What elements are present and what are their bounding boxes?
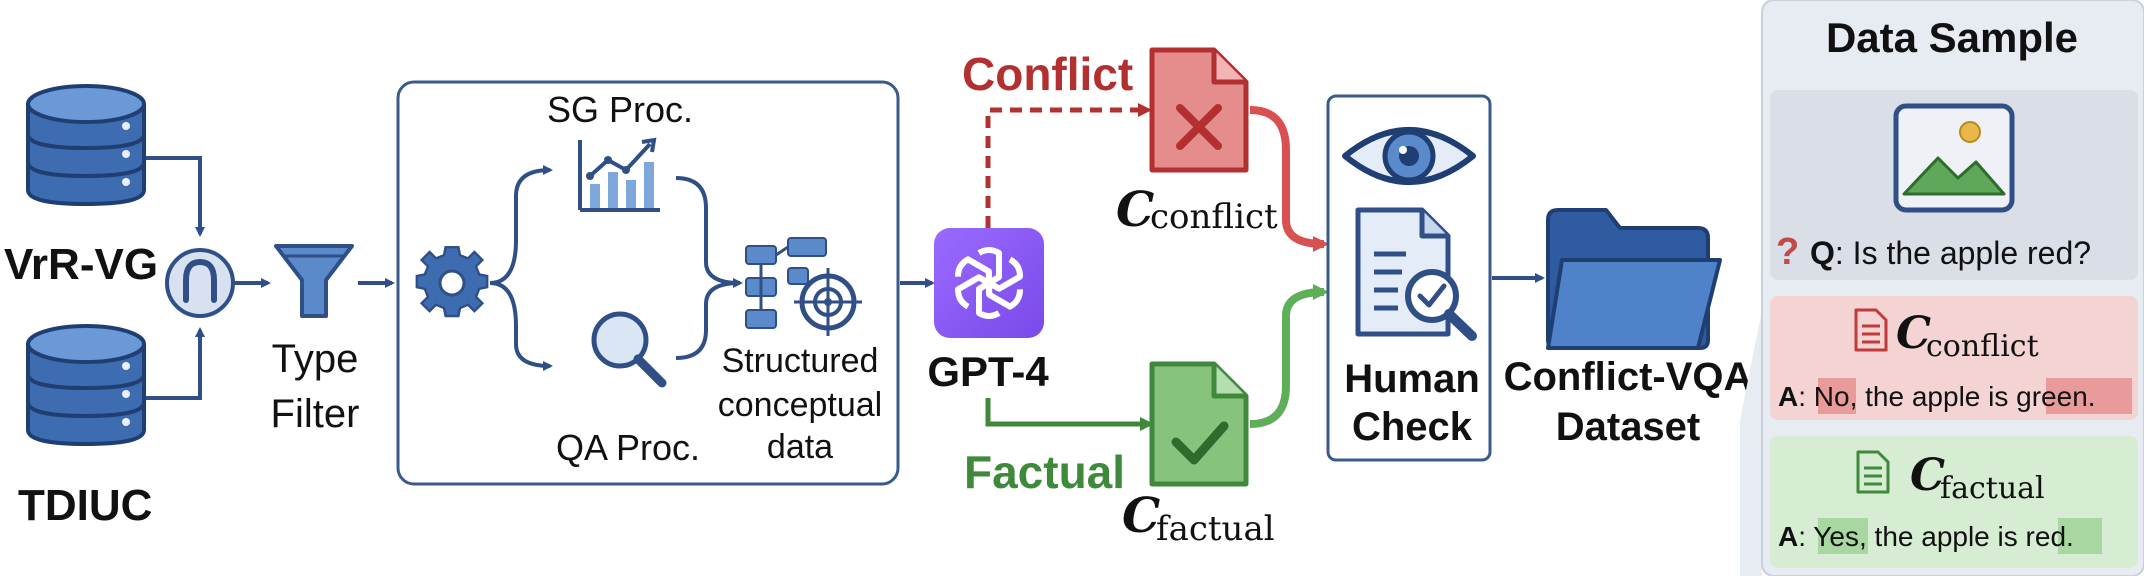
- highlight-yes: [1818, 518, 1868, 554]
- conflict-answer: A: No, the apple is green.: [1778, 381, 2096, 412]
- factual-connector: [985, 398, 1154, 431]
- conflict-subscript: conflict: [1150, 197, 1278, 237]
- sample-conflict-subscript: conflict: [1926, 329, 2039, 364]
- connector: [675, 176, 743, 288]
- filter-label-line1: Type: [272, 337, 359, 381]
- image-icon: [1893, 103, 2015, 213]
- sample-title: Data Sample: [1826, 14, 2078, 61]
- gpt4-label: GPT-4: [927, 348, 1049, 395]
- sample-factual-symbol: C: [1910, 450, 1945, 501]
- structure-target-icon: [745, 237, 862, 336]
- connector: [146, 327, 205, 400]
- processing-panel: [396, 80, 900, 486]
- sg-proc-label: SG Proc.: [547, 89, 693, 130]
- eye-icon: [1342, 127, 1476, 185]
- sample-factual-subscript: factual: [1940, 471, 2045, 506]
- document-icon: [1854, 308, 1888, 352]
- document-check-icon: [1149, 361, 1249, 487]
- sample-conflict-symbol: C: [1896, 308, 1931, 359]
- output-label-line2: conceptual: [718, 386, 882, 424]
- factual-to-check-connector: [1249, 284, 1329, 428]
- human-check-line1: Human: [1344, 357, 1480, 401]
- openai-logo-icon: [934, 228, 1044, 338]
- intersection-icon: [165, 248, 235, 318]
- source-label-vrrvg: VrR-VG: [4, 240, 158, 289]
- dataset-line1: Conflict-VQA: [1504, 355, 1753, 399]
- question-text: Q: Is the apple red?: [1810, 235, 2091, 271]
- highlight-green: [2046, 378, 2132, 414]
- chart-icon: [578, 137, 660, 212]
- factual-subscript: factual: [1156, 509, 1275, 549]
- connector: [489, 281, 553, 371]
- conflict-to-check-connector: [1249, 106, 1329, 252]
- search-icon: [591, 311, 667, 388]
- conflict-label: Conflict: [962, 48, 1133, 100]
- source-label-tdiuc: TDIUC: [18, 481, 152, 530]
- qa-proc-label: QA Proc.: [556, 427, 700, 468]
- gear-icon: [415, 245, 489, 318]
- question-mark-icon: ?: [1776, 231, 1799, 273]
- database-icon: [26, 324, 146, 447]
- dataset-line2: Dataset: [1556, 405, 1701, 449]
- factual-symbol: C: [1122, 488, 1160, 544]
- document-x-icon: [1149, 47, 1249, 173]
- folder-icon: [1546, 208, 1722, 350]
- output-label-line3: data: [767, 428, 833, 466]
- conflict-symbol: C: [1116, 182, 1154, 238]
- factual-label: Factual: [964, 446, 1125, 498]
- highlight-red: [2058, 518, 2102, 554]
- human-check-line2: Check: [1352, 405, 1473, 449]
- database-icon: [26, 84, 146, 207]
- document-icon: [1856, 450, 1890, 494]
- connector: [146, 156, 205, 237]
- filter-label-line2: Filter: [271, 392, 360, 436]
- document-search-icon: [1355, 207, 1477, 341]
- connector: [489, 165, 553, 285]
- sample-panel-flare: [1740, 0, 1762, 576]
- conflict-connector: [985, 103, 1152, 228]
- funnel-icon: [274, 244, 354, 318]
- output-label-line1: Structured: [722, 342, 879, 380]
- highlight-no: [1818, 378, 1856, 414]
- factual-answer: A: Yes, the apple is red.: [1778, 521, 2074, 552]
- connector: [675, 281, 741, 360]
